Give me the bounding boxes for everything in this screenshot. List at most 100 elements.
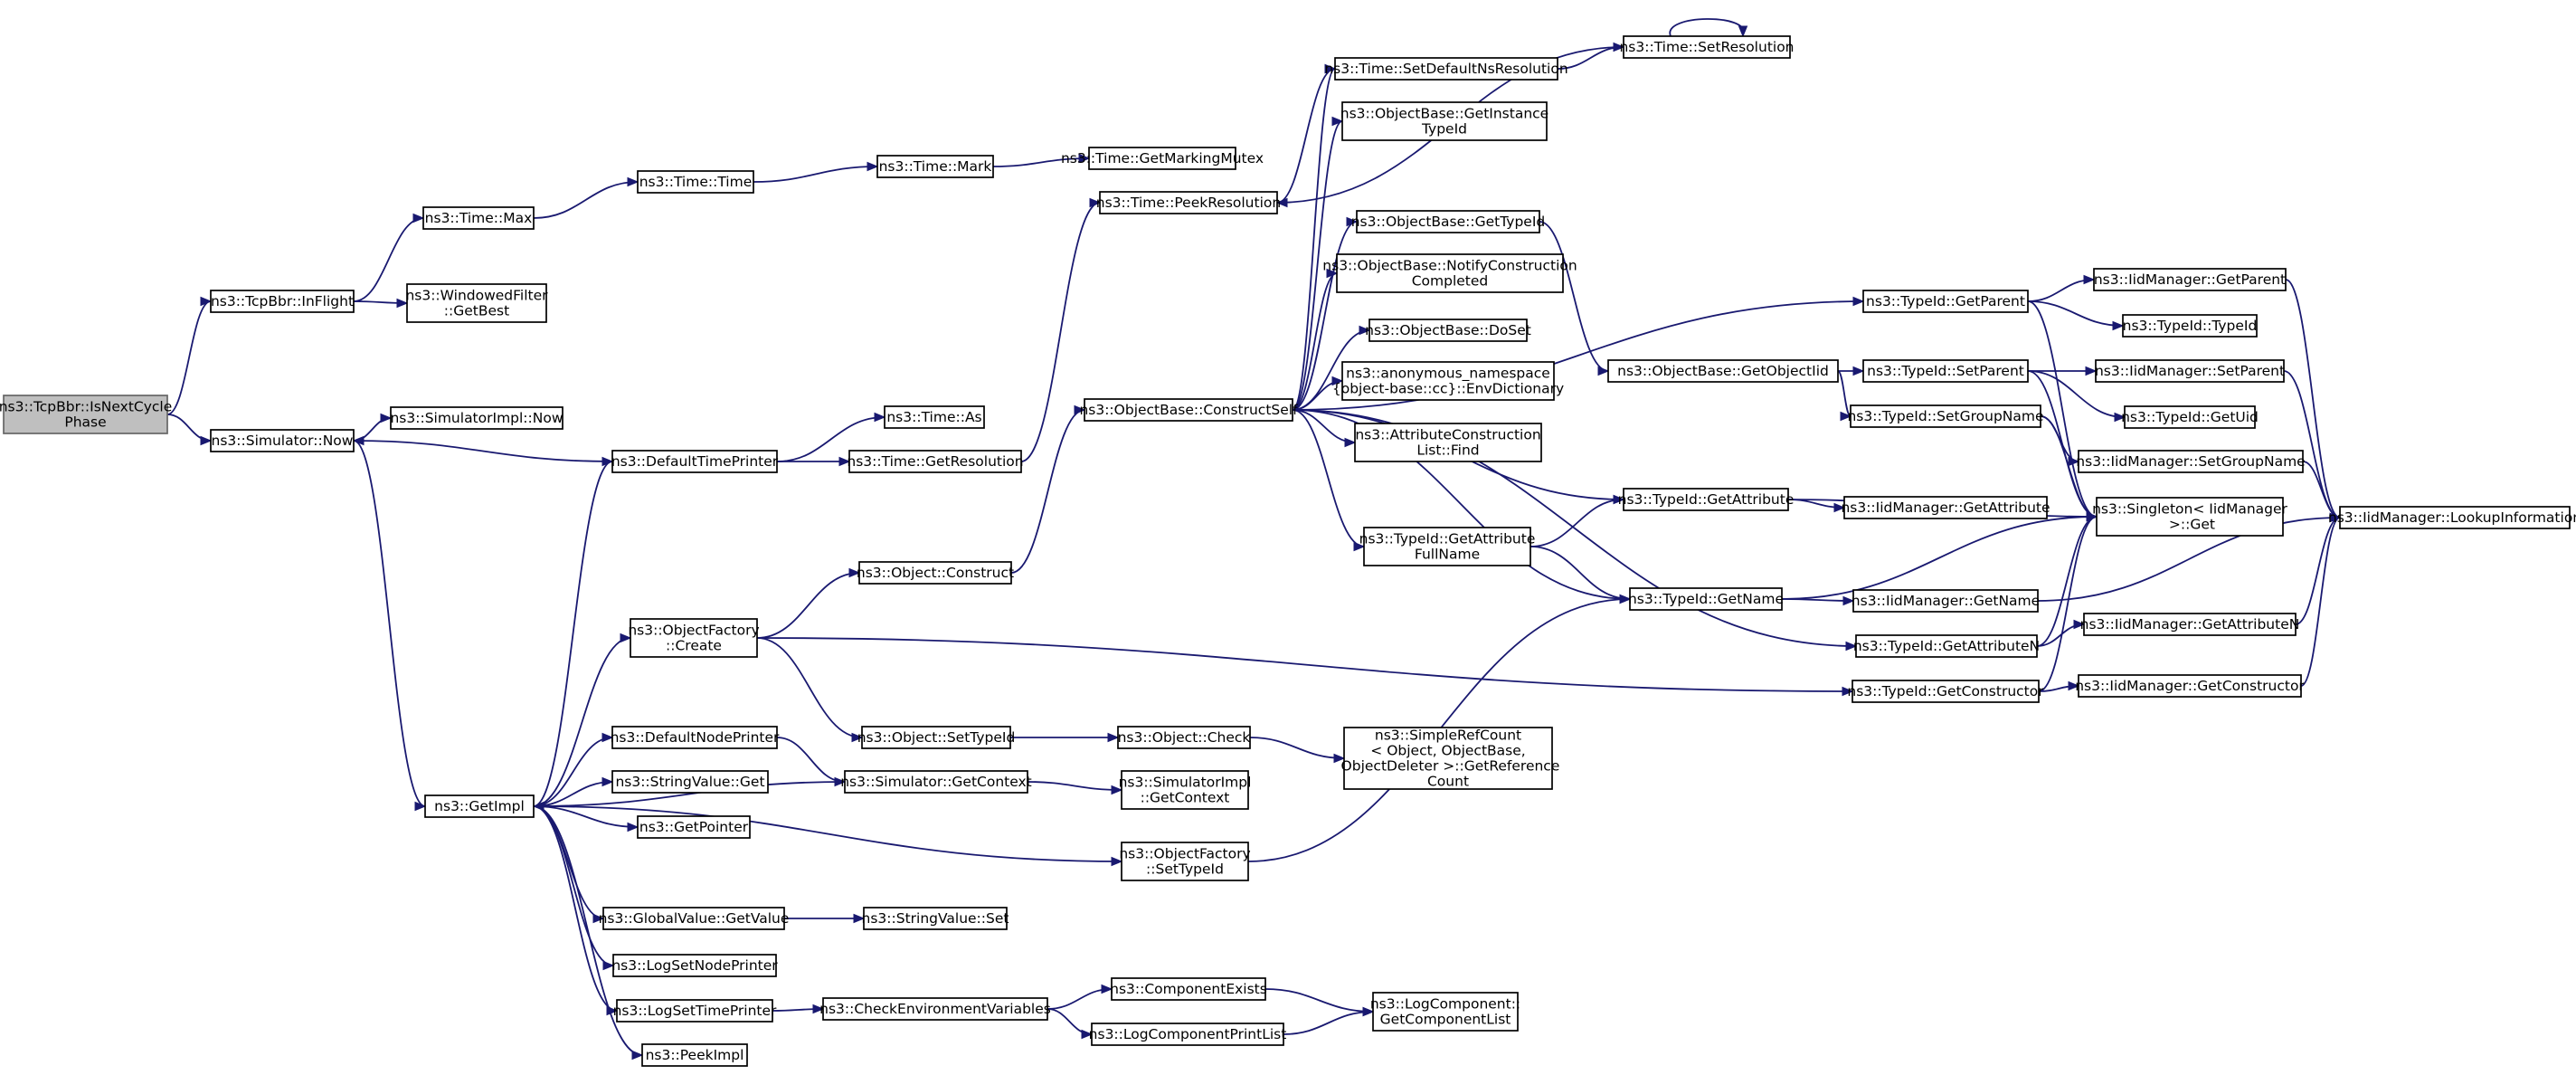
function-node-dnp[interactable]: ns3::DefaultNodePrinter bbox=[611, 726, 780, 749]
node-box bbox=[1341, 361, 1555, 401]
function-node-compexists[interactable]: ns3::ComponentExists bbox=[1110, 977, 1267, 1001]
function-node-srefcount[interactable]: ns3::SimpleRefCount< Object, ObjectBase,… bbox=[1337, 727, 1560, 790]
arrow-head bbox=[1353, 541, 1366, 552]
function-node-time-gmm[interactable]: ns3::Time::GetMarkingMutex bbox=[1061, 147, 1264, 170]
call-edge-tid-getattrfull-to-tid-getname bbox=[1530, 546, 1632, 604]
function-node-cev[interactable]: ns3::CheckEnvironmentVariables bbox=[819, 997, 1051, 1021]
function-node-time-peek[interactable]: ns3::Time::PeekResolution bbox=[1096, 191, 1281, 214]
function-node-tid-getattr[interactable]: ns3::TypeId::GetAttribute bbox=[1618, 488, 1795, 511]
function-node-obj-construct[interactable]: ns3::Object::Construct bbox=[857, 561, 1014, 585]
function-node-tid-setparent[interactable]: ns3::TypeId::SetParent bbox=[1862, 359, 2029, 383]
node-label: ns3::LogSetNodePrinter bbox=[611, 957, 778, 974]
function-node-iid-setgroup[interactable]: ns3::IidManager::SetGroupName bbox=[2076, 450, 2306, 473]
function-node-ob-cs[interactable]: ns3::ObjectBase::ConstructSelf bbox=[1079, 398, 1298, 422]
node-box bbox=[1088, 147, 1236, 170]
node-box bbox=[1852, 589, 2039, 613]
function-node-simimpl-now[interactable]: ns3::SimulatorImpl::Now bbox=[390, 406, 564, 430]
function-node-time-setres[interactable]: ns3::Time::SetResolution bbox=[1619, 35, 1795, 59]
node-label: ns3::WindowedFilter::GetBest bbox=[405, 288, 548, 319]
function-node-of-settypeid[interactable]: ns3::ObjectFactory::SetTypeId bbox=[1119, 842, 1251, 881]
call-edge-sim-now-to-simimpl-now bbox=[353, 413, 393, 442]
function-node-anon-env[interactable]: ns3::anonymous_namespace{object-base::cc… bbox=[1332, 361, 1564, 401]
function-node-iid-getparent[interactable]: ns3::IidManager::GetParent bbox=[2093, 268, 2287, 291]
function-node-lsnp[interactable]: ns3::LogSetNodePrinter bbox=[611, 954, 778, 977]
function-node-sim-now[interactable]: ns3::Simulator::Now bbox=[210, 429, 355, 452]
function-node-dtp[interactable]: ns3::DefaultTimePrinter bbox=[611, 450, 779, 473]
function-node-inflight[interactable]: ns3::TcpBbr::InFlight bbox=[210, 290, 355, 313]
edge-line bbox=[776, 737, 846, 783]
function-node-time-as[interactable]: ns3::Time::As bbox=[884, 405, 985, 429]
function-node-obj-check[interactable]: ns3::Object::Check bbox=[1117, 726, 1251, 749]
function-node-lcpl[interactable]: ns3::LogComponentPrintList bbox=[1089, 1023, 1287, 1046]
node-box bbox=[2078, 450, 2304, 473]
function-node-time-max[interactable]: ns3::Time::Max bbox=[422, 206, 535, 230]
node-label: ns3::TypeId::SetParent bbox=[1867, 363, 2024, 379]
function-node-wf-getbest[interactable]: ns3::WindowedFilter::GetBest bbox=[405, 283, 548, 323]
function-node-tid-getattrn[interactable]: ns3::TypeId::GetAttributeN bbox=[1853, 634, 2040, 658]
function-node-singleton[interactable]: ns3::Singleton< IidManager >::Get bbox=[2092, 497, 2288, 537]
function-node-iid-getattr[interactable]: ns3::IidManager::GetAttribute bbox=[1841, 496, 2050, 519]
function-node-time-mark[interactable]: ns3::Time::Mark bbox=[876, 155, 994, 178]
node-label: ns3::GetImpl bbox=[434, 798, 525, 814]
arrow-head bbox=[1597, 366, 1610, 376]
node-box bbox=[1368, 319, 1528, 342]
edge-line bbox=[1264, 988, 1374, 1013]
node-label: ns3::TypeId::GetConstructor bbox=[1847, 683, 2044, 699]
function-node-tid-getname[interactable]: ns3::TypeId::GetName bbox=[1628, 587, 1784, 611]
function-node-lc-gcl[interactable]: ns3::LogComponent::GetComponentList bbox=[1370, 992, 1520, 1032]
node-box bbox=[858, 561, 1012, 585]
function-node-tid-getctor[interactable]: ns3::TypeId::GetConstructor bbox=[1847, 680, 2044, 703]
function-node-tid-setgroup[interactable]: ns3::TypeId::SetGroupName bbox=[1847, 404, 2044, 428]
function-node-time-setdef[interactable]: ns3::Time::SetDefaultNsResolution bbox=[1324, 57, 1568, 81]
arrow-head bbox=[601, 732, 614, 743]
node-box bbox=[406, 283, 547, 323]
function-node-lstp[interactable]: ns3::LogSetTimePrinter bbox=[613, 999, 777, 1023]
node-label: ns3::Object::SetTypeId bbox=[857, 729, 1016, 746]
function-node-iid-getctor[interactable]: ns3::IidManager::GetConstructor bbox=[2075, 674, 2305, 698]
function-node-iid-setparent[interactable]: ns3::IidManager::SetParent bbox=[2095, 359, 2285, 383]
call-edge-ob-getobjiid-to-tid-setparent bbox=[1838, 366, 1865, 376]
call-edge-time-setres-to-time-setres bbox=[1669, 18, 1748, 38]
call-edge-obj-construct-to-ob-cs bbox=[1010, 404, 1086, 574]
edge-line bbox=[2027, 300, 2098, 518]
function-node-gv-getvalue[interactable]: ns3::GlobalValue::GetValue bbox=[599, 907, 790, 930]
function-node-obj-settypeid[interactable]: ns3::Object::SetTypeId bbox=[857, 726, 1016, 749]
function-node-sv-get[interactable]: ns3::StringValue::Get bbox=[611, 770, 769, 794]
node-box bbox=[1121, 770, 1249, 810]
function-node-getimpl[interactable]: ns3::GetImpl bbox=[424, 794, 535, 818]
function-node-peekimpl[interactable]: ns3::PeekImpl bbox=[641, 1043, 748, 1067]
node-label: ns3::IidManager::GetParent bbox=[2094, 271, 2286, 288]
function-node-ob-gettypeid[interactable]: ns3::ObjectBase::GetTypeId bbox=[1351, 210, 1546, 233]
edge-line bbox=[756, 637, 863, 738]
function-node-tid-typeid[interactable]: ns3::TypeId::TypeId bbox=[2122, 314, 2258, 338]
function-node-tid-getparent[interactable]: ns3::TypeId::GetParent bbox=[1862, 290, 2029, 313]
node-label: ns3::ObjectBase::GetTypeId bbox=[1351, 214, 1546, 230]
node-label: ns3::StringValue::Set bbox=[862, 910, 1009, 927]
edge-line bbox=[353, 440, 426, 807]
function-node-getpointer[interactable]: ns3::GetPointer bbox=[637, 815, 751, 839]
function-node-ob-doset[interactable]: ns3::ObjectBase::DoSet bbox=[1365, 319, 1531, 342]
function-node-sv-set[interactable]: ns3::StringValue::Set bbox=[862, 907, 1009, 930]
node-label: ns3::ObjectFactory::SetTypeId bbox=[1119, 846, 1250, 878]
call-edge-tid-getctor-to-iid-getctor bbox=[2038, 680, 2080, 692]
function-node-tid-getuid[interactable]: ns3::TypeId::GetUid bbox=[2121, 405, 2259, 429]
function-node-iid-getname[interactable]: ns3::IidManager::GetName bbox=[1852, 589, 2040, 613]
function-node-time-getres[interactable]: ns3::Time::GetResolution bbox=[847, 450, 1024, 473]
edge-line bbox=[2295, 517, 2341, 625]
function-node-iid-getattrn[interactable]: ns3::IidManager::GetAttributeN bbox=[2080, 613, 2300, 636]
arrow-head bbox=[812, 1004, 825, 1014]
function-node-ob-getobjiid[interactable]: ns3::ObjectBase::GetObjectIid bbox=[1607, 359, 1839, 383]
function-node-of-create[interactable]: ns3::ObjectFactory::Create bbox=[628, 618, 760, 658]
function-node-simimpl-getctx[interactable]: ns3::SimulatorImpl::GetContext bbox=[1119, 770, 1252, 810]
function-node-iid-lookup[interactable]: ns3::IidManager::LookupInformation bbox=[2328, 506, 2576, 529]
function-node-time-time[interactable]: ns3::Time::Time bbox=[637, 170, 754, 194]
call-edges bbox=[166, 18, 2342, 1061]
node-box bbox=[2339, 506, 2571, 529]
function-node-sim-getcontext[interactable]: ns3::Simulator::GetContext bbox=[840, 770, 1032, 794]
